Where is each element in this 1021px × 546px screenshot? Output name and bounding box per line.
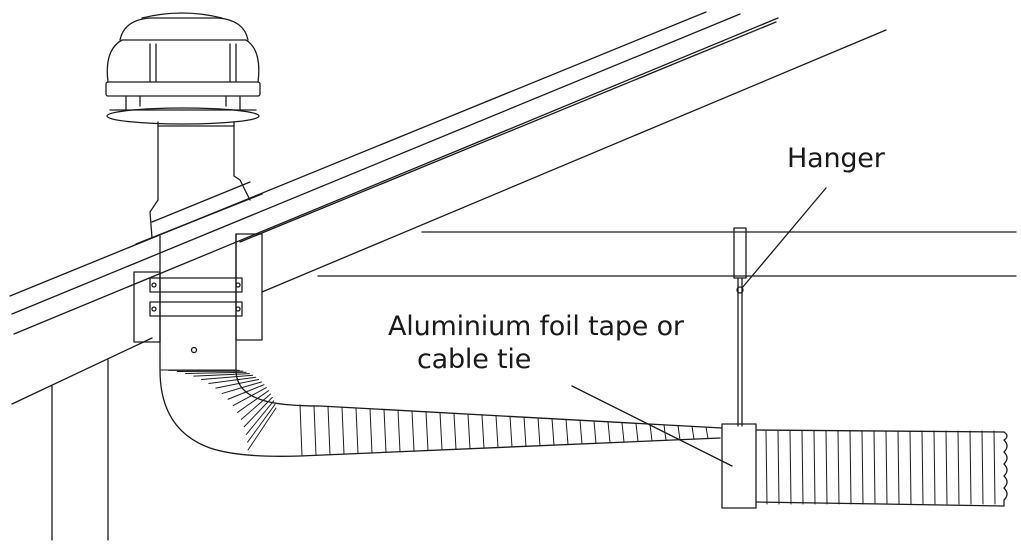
duct-rib xyxy=(412,411,414,451)
tape-label-line2: cable tie xyxy=(417,344,532,375)
duct-rib xyxy=(244,397,272,426)
duct-rib xyxy=(934,431,935,504)
duct-rib xyxy=(898,431,899,504)
duct-rib xyxy=(248,404,275,442)
duct-rib xyxy=(426,412,428,451)
duct-rib xyxy=(994,431,995,504)
duct-rib xyxy=(970,431,971,504)
duct-rib xyxy=(946,431,947,504)
mounting-bracket xyxy=(134,234,262,354)
duct-rib xyxy=(862,431,863,504)
duct-rib xyxy=(850,431,851,504)
duct-rib xyxy=(482,415,484,448)
duct-rib xyxy=(209,377,256,383)
duct-rib xyxy=(636,423,638,441)
duct-rib xyxy=(328,406,330,454)
duct-rib xyxy=(802,431,803,504)
duct-rib xyxy=(766,431,767,504)
roof-structure xyxy=(10,12,886,404)
duct-rib xyxy=(356,408,358,454)
duct-rib xyxy=(650,424,652,441)
duct-rib xyxy=(186,372,247,373)
duct-rib xyxy=(594,421,596,443)
duct-rib xyxy=(194,374,250,377)
duct-rib xyxy=(790,431,791,504)
duct-rib xyxy=(440,413,442,450)
foil-tape-sleeve xyxy=(722,424,756,508)
duct-rib xyxy=(580,420,582,444)
duct-rib xyxy=(692,426,694,439)
duct-rib xyxy=(778,431,779,504)
duct-rib xyxy=(384,410,386,453)
duct-rib xyxy=(922,431,923,504)
duct-rib xyxy=(910,431,911,504)
duct-rib xyxy=(566,419,568,444)
duct-ribs xyxy=(160,370,995,504)
duct-rib xyxy=(314,406,316,456)
duct-rib xyxy=(233,388,266,406)
hanger-label: Hanger xyxy=(787,143,885,174)
duct-rib xyxy=(248,408,276,450)
ceiling-joist xyxy=(318,232,1016,276)
duct-rib xyxy=(982,431,983,504)
duct-rib xyxy=(201,375,252,379)
duct-rib xyxy=(468,414,470,449)
duct-rib xyxy=(246,401,273,435)
duct-rib xyxy=(538,418,540,446)
duct-rib xyxy=(370,409,372,453)
duct-rib xyxy=(222,382,261,393)
duct-rib xyxy=(706,427,708,438)
leader-lines xyxy=(572,188,826,466)
duct-rib xyxy=(814,431,815,504)
tape-label-line1: Aluminium foil tape or xyxy=(388,311,684,342)
duct-rib xyxy=(228,385,264,400)
duct-rib xyxy=(510,416,512,447)
duct-rib xyxy=(886,431,887,504)
duct-rib xyxy=(398,410,400,452)
flexible-duct xyxy=(160,350,1007,506)
duct-rib xyxy=(342,407,344,454)
duct-rib xyxy=(838,431,839,504)
vertical-pipe xyxy=(136,122,262,244)
duct-rib xyxy=(524,417,526,446)
duct-rib xyxy=(826,431,827,504)
duct-rib xyxy=(216,379,259,388)
duct-rib xyxy=(454,413,456,449)
wall xyxy=(52,360,108,540)
duct-rib xyxy=(300,405,302,456)
duct-rib xyxy=(608,422,610,443)
duct-rib xyxy=(958,431,959,504)
hanger xyxy=(734,228,746,426)
roof-fan-cap xyxy=(106,13,260,124)
duct-rib xyxy=(874,431,875,504)
duct-rib xyxy=(622,423,624,443)
duct-rib xyxy=(241,394,270,419)
duct-rib xyxy=(552,419,554,446)
duct-rib xyxy=(238,391,269,413)
duct-rib xyxy=(496,416,498,448)
duct-rib xyxy=(678,426,680,440)
